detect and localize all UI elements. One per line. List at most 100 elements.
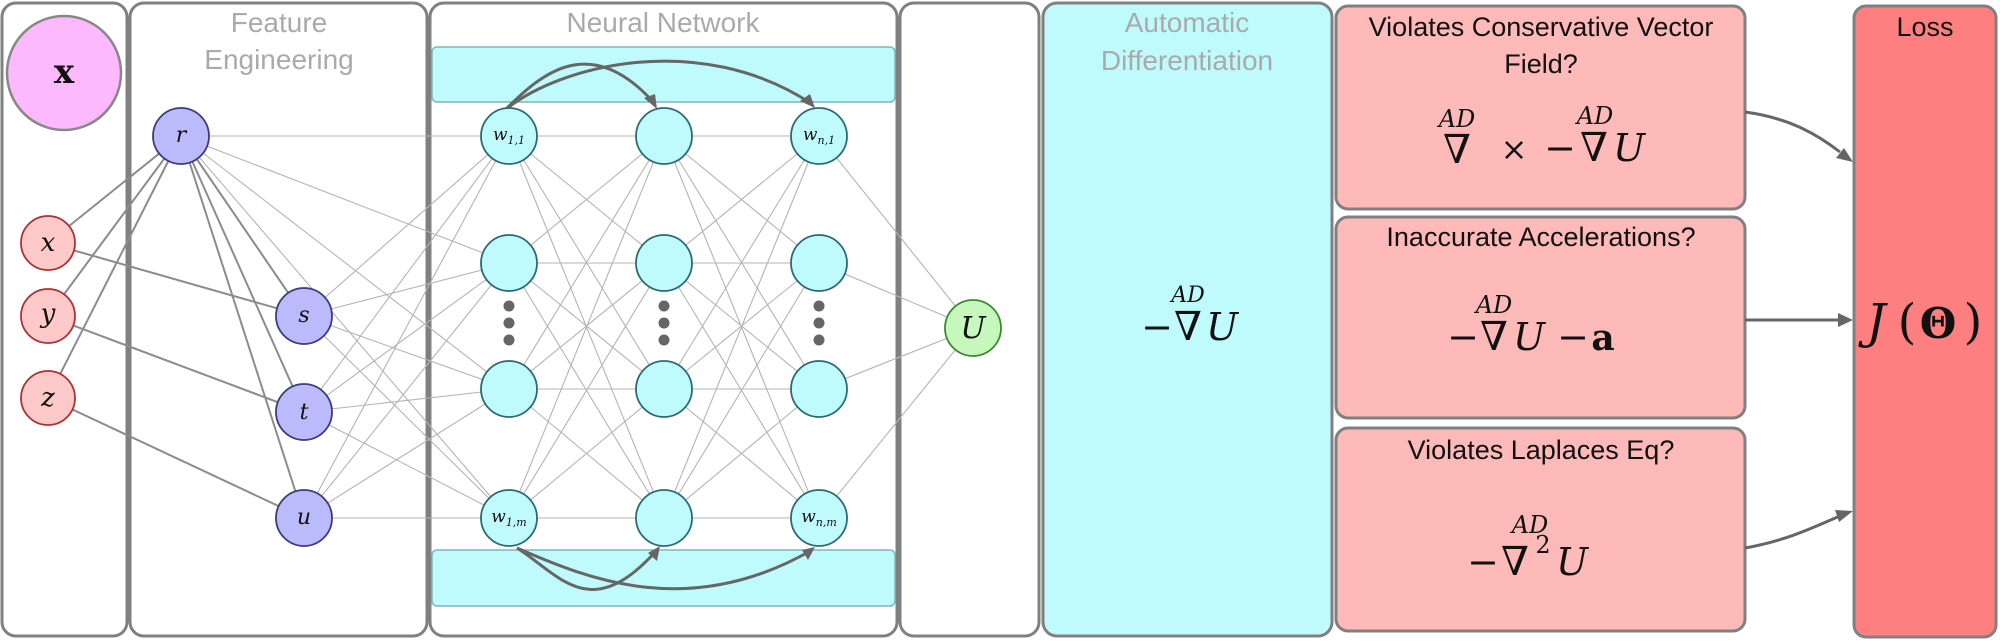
edge-feature-1-to-l1-2 bbox=[303, 315, 510, 390]
skip-connection-arrows bbox=[503, 59, 815, 591]
weight-label-1-1: w1,1 bbox=[493, 125, 525, 147]
edge-feature-3-to-l1-0 bbox=[303, 135, 510, 519]
feature-node-s bbox=[275, 287, 333, 345]
network-edges bbox=[180, 135, 974, 519]
arrow-conservative-to-loss bbox=[1744, 110, 1841, 154]
feature-engineering-title-line1: Feature bbox=[231, 7, 328, 38]
feature-node-u bbox=[275, 489, 333, 547]
hidden-node-l2-bottom bbox=[635, 489, 693, 547]
curl-var: U bbox=[1613, 126, 1647, 170]
edge-feature-3-to-l1-1 bbox=[303, 262, 510, 519]
accel-minus: − bbox=[1447, 315, 1479, 359]
weight-symbol-n-m: w bbox=[801, 507, 816, 527]
edge-x-s bbox=[47, 242, 305, 317]
loss-param: Θ bbox=[1920, 299, 1957, 348]
hidden-node-l3-n2 bbox=[790, 234, 848, 292]
hidden-node-l2-n3 bbox=[635, 360, 693, 418]
weight-symbol-1-1: w bbox=[493, 125, 508, 145]
accel-ad: AD bbox=[1474, 291, 1513, 319]
edge-feature-2-to-l1-1 bbox=[303, 262, 510, 413]
ellipsis-dot-l3-1 bbox=[813, 300, 825, 312]
skip-arrow-top-2 bbox=[504, 59, 813, 112]
loss-panel bbox=[1852, 4, 1998, 639]
hidden-node-l2-n2 bbox=[635, 234, 693, 292]
edge-l1-3-to-l2-0 bbox=[508, 135, 665, 519]
loss-term-expression-accelerations: AD − ∇ U − a bbox=[1447, 291, 1615, 360]
weight-subscript-n-1: n,1 bbox=[817, 134, 835, 147]
arrowhead-laplace bbox=[1835, 510, 1853, 522]
ellipsis-dot-l2-3 bbox=[658, 334, 670, 346]
hidden-layer-nodes bbox=[480, 107, 848, 547]
skip-connection-band-top bbox=[431, 46, 896, 103]
weight-symbol-1-m: w bbox=[491, 507, 506, 527]
coordinate-label-y: y bbox=[40, 299, 56, 329]
weight-label-1-m: w1,m bbox=[491, 507, 527, 529]
skip-arrowhead-bottom-1 bbox=[648, 546, 660, 561]
curl-nabla-right: ∇ bbox=[1580, 125, 1608, 171]
loss-term-panel-accelerations bbox=[1334, 215, 1747, 420]
coordinate-label-z: z bbox=[40, 383, 55, 413]
skip-arrow-bottom-2 bbox=[516, 546, 813, 591]
input-node-label: x bbox=[54, 52, 75, 92]
weight-subscript-1-1: 1,1 bbox=[508, 134, 526, 147]
coordinate-node-z bbox=[20, 370, 76, 426]
edge-r-t bbox=[180, 135, 305, 413]
coordinate-node-y bbox=[20, 288, 76, 344]
edge-feature-2-to-l1-2 bbox=[303, 388, 510, 413]
loss-term-title-accelerations: Inaccurate Accelerations? bbox=[1386, 222, 1695, 252]
curl-nabla-left: ∇ bbox=[1443, 127, 1471, 173]
coordinate-label-x: x bbox=[41, 228, 56, 258]
skip-connection-band-bottom bbox=[431, 549, 896, 607]
edge-feature-1-to-l1-1 bbox=[303, 262, 510, 317]
hidden-node-l1-n3 bbox=[480, 360, 538, 418]
autodiff-nabla: ∇ bbox=[1174, 304, 1202, 350]
feature-label-u: u bbox=[297, 505, 311, 530]
edge-y-r bbox=[47, 135, 182, 317]
automatic-differentiation-panel bbox=[1041, 1, 1334, 638]
hidden-node-l3-n3 bbox=[790, 360, 848, 418]
ellipsis-dot-l1-3 bbox=[503, 334, 515, 346]
hidden-node-l3-top bbox=[790, 107, 848, 165]
laplace-power: 2 bbox=[1535, 531, 1550, 559]
edge-l1-3-to-l2-2 bbox=[508, 388, 665, 519]
edge-l1-3-to-l2-1 bbox=[508, 262, 665, 519]
loss-function-expression: J ( Θ ) bbox=[1857, 294, 1982, 350]
arrowhead-accelerations bbox=[1838, 313, 1853, 327]
edge-r-u bbox=[180, 135, 305, 519]
edge-feature-2-to-l1-3 bbox=[303, 411, 510, 519]
neural-network-title: Neural Network bbox=[567, 7, 761, 38]
weight-label-n-1: wn,1 bbox=[803, 125, 835, 147]
edge-feature-0-to-l1-3 bbox=[180, 135, 510, 519]
loss-term-title-conservative-line2: Field? bbox=[1504, 49, 1578, 79]
edge-feature-0-to-l1-1 bbox=[180, 135, 510, 264]
curl-ad-left: AD bbox=[1437, 105, 1476, 133]
input-node bbox=[5, 14, 123, 132]
hidden-node-l1-bottom bbox=[480, 489, 538, 547]
edge-l2-3-to-l3-1 bbox=[663, 262, 820, 519]
autodiff-expression: AD − ∇ U bbox=[1141, 283, 1240, 350]
ellipsis-dot-l2-2 bbox=[658, 317, 670, 329]
edge-l1-2-to-l2-0 bbox=[508, 135, 665, 390]
feature-label-r: r bbox=[176, 123, 188, 148]
accel-var: U bbox=[1513, 315, 1547, 359]
loss-term-expression-laplace: AD − ∇ 2 U bbox=[1467, 511, 1590, 585]
accel-minus-2: − bbox=[1557, 315, 1589, 359]
loss-term-title-laplace: Violates Laplaces Eq? bbox=[1408, 435, 1675, 465]
curl-cross: × bbox=[1501, 130, 1528, 168]
laplace-minus: − bbox=[1467, 540, 1499, 584]
loss-term-title-conservative-line1: Violates Conservative Vector bbox=[1369, 12, 1714, 42]
automatic-differentiation-title-line1: Automatic bbox=[1125, 7, 1250, 38]
arrow-laplace-to-loss bbox=[1744, 514, 1841, 550]
output-node bbox=[944, 299, 1002, 357]
skip-arrowhead-top-2 bbox=[800, 94, 815, 108]
curl-minus: − bbox=[1544, 126, 1576, 170]
edge-l2-3-to-l3-2 bbox=[663, 388, 820, 519]
loss-term-panel-laplace bbox=[1334, 426, 1747, 633]
edge-l3-0-to-output bbox=[818, 135, 974, 329]
autodiff-ad-label: AD bbox=[1169, 283, 1205, 308]
autodiff-minus: − bbox=[1141, 305, 1173, 349]
feature-nodes: r s t u bbox=[152, 107, 333, 547]
edge-feature-2-to-l1-0 bbox=[303, 135, 510, 413]
edge-feature-0-to-l1-2 bbox=[180, 135, 510, 390]
laplace-var: U bbox=[1556, 540, 1590, 584]
